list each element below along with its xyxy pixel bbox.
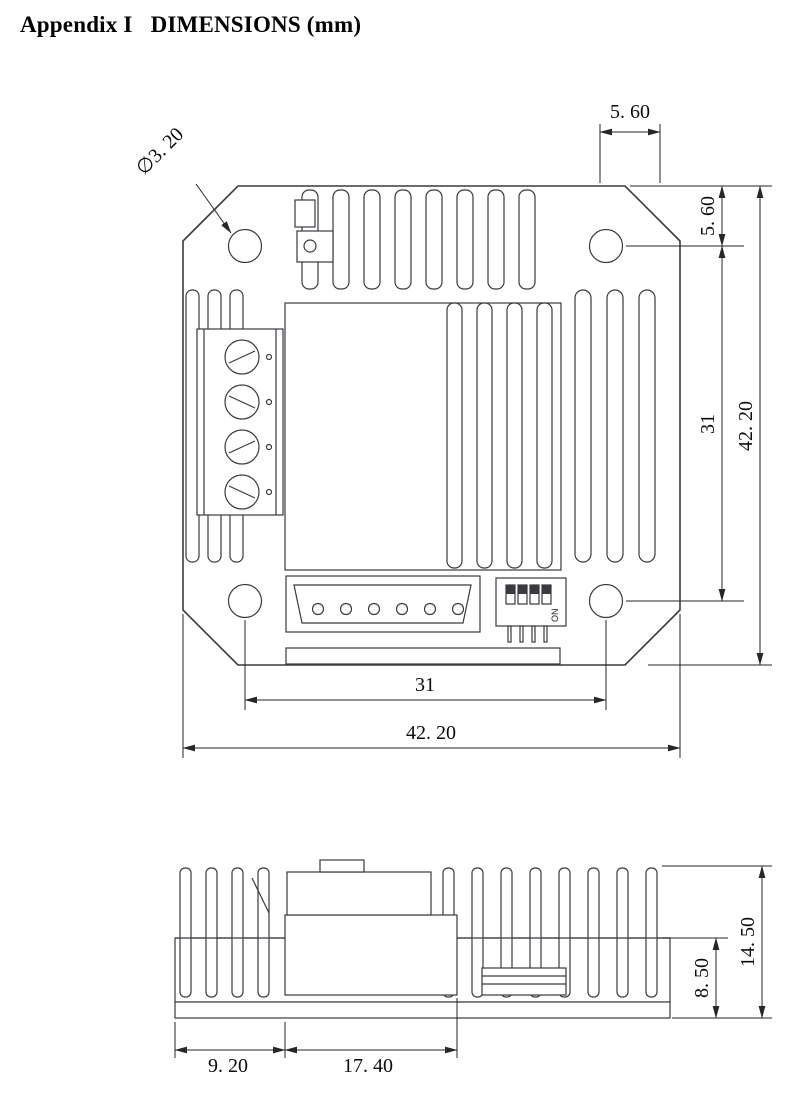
side-connector-width-label: 17. 40 (343, 1055, 393, 1077)
appendix-label: Appendix I (20, 12, 133, 37)
side-view (174, 859, 671, 1019)
base-plate (174, 1001, 671, 1019)
dim-right-side: 5. 60 31 42. 20 (626, 185, 772, 666)
module-outline (182, 185, 681, 666)
right-edge-to-hole-label: 5. 60 (697, 196, 719, 236)
dip-switch: ON (495, 577, 567, 643)
side-left-width-label: 9. 20 (208, 1055, 248, 1077)
top-left-component (294, 199, 334, 263)
dim-side-body-height: 8. 50 (691, 937, 720, 1019)
top-view: ON (182, 185, 681, 666)
dip-switch-side (481, 967, 567, 996)
overall-width-label: 42. 20 (406, 722, 456, 744)
terminal-block (196, 328, 284, 516)
side-overall-height-label: 14. 50 (737, 917, 759, 967)
center-heatsink-fins (446, 302, 553, 569)
mounting-holes (227, 228, 624, 619)
hole-diameter-label: ∅3. 20 (132, 123, 188, 179)
hole-spacing-vertical-label: 31 (697, 414, 719, 434)
side-body-height-label: 8. 50 (691, 958, 713, 998)
dim-side-bottom: 9. 20 17. 40 (174, 998, 458, 1077)
side-view-dimensions: 8. 50 14. 50 9. 20 17. 40 (174, 865, 772, 1077)
top-heatsink-fins (301, 189, 536, 290)
dip-on-label: ON (550, 609, 560, 623)
side-connector-block (251, 859, 458, 996)
side-left-fins (179, 867, 270, 998)
bottom-edge-lip (285, 647, 561, 665)
overall-height-label: 42. 20 (735, 401, 757, 451)
dim-hole-diameter: ∅3. 20 (132, 123, 232, 234)
signal-connector (285, 575, 481, 633)
top-edge-to-hole-label: 5. 60 (610, 101, 650, 123)
dim-bottom-side: 31 42. 20 (182, 614, 681, 758)
pcb-outline (284, 302, 562, 571)
dimensions-label: DIMENSIONS (mm) (150, 12, 362, 37)
dim-side-overall-height: 14. 50 (737, 865, 766, 1019)
hole-spacing-horizontal-label: 31 (415, 674, 435, 696)
page-title: Appendix I DIMENSIONS (mm) (20, 12, 361, 38)
right-heatsink-fins (574, 289, 656, 563)
dim-top-edge-to-hole: 5. 60 (599, 101, 661, 183)
